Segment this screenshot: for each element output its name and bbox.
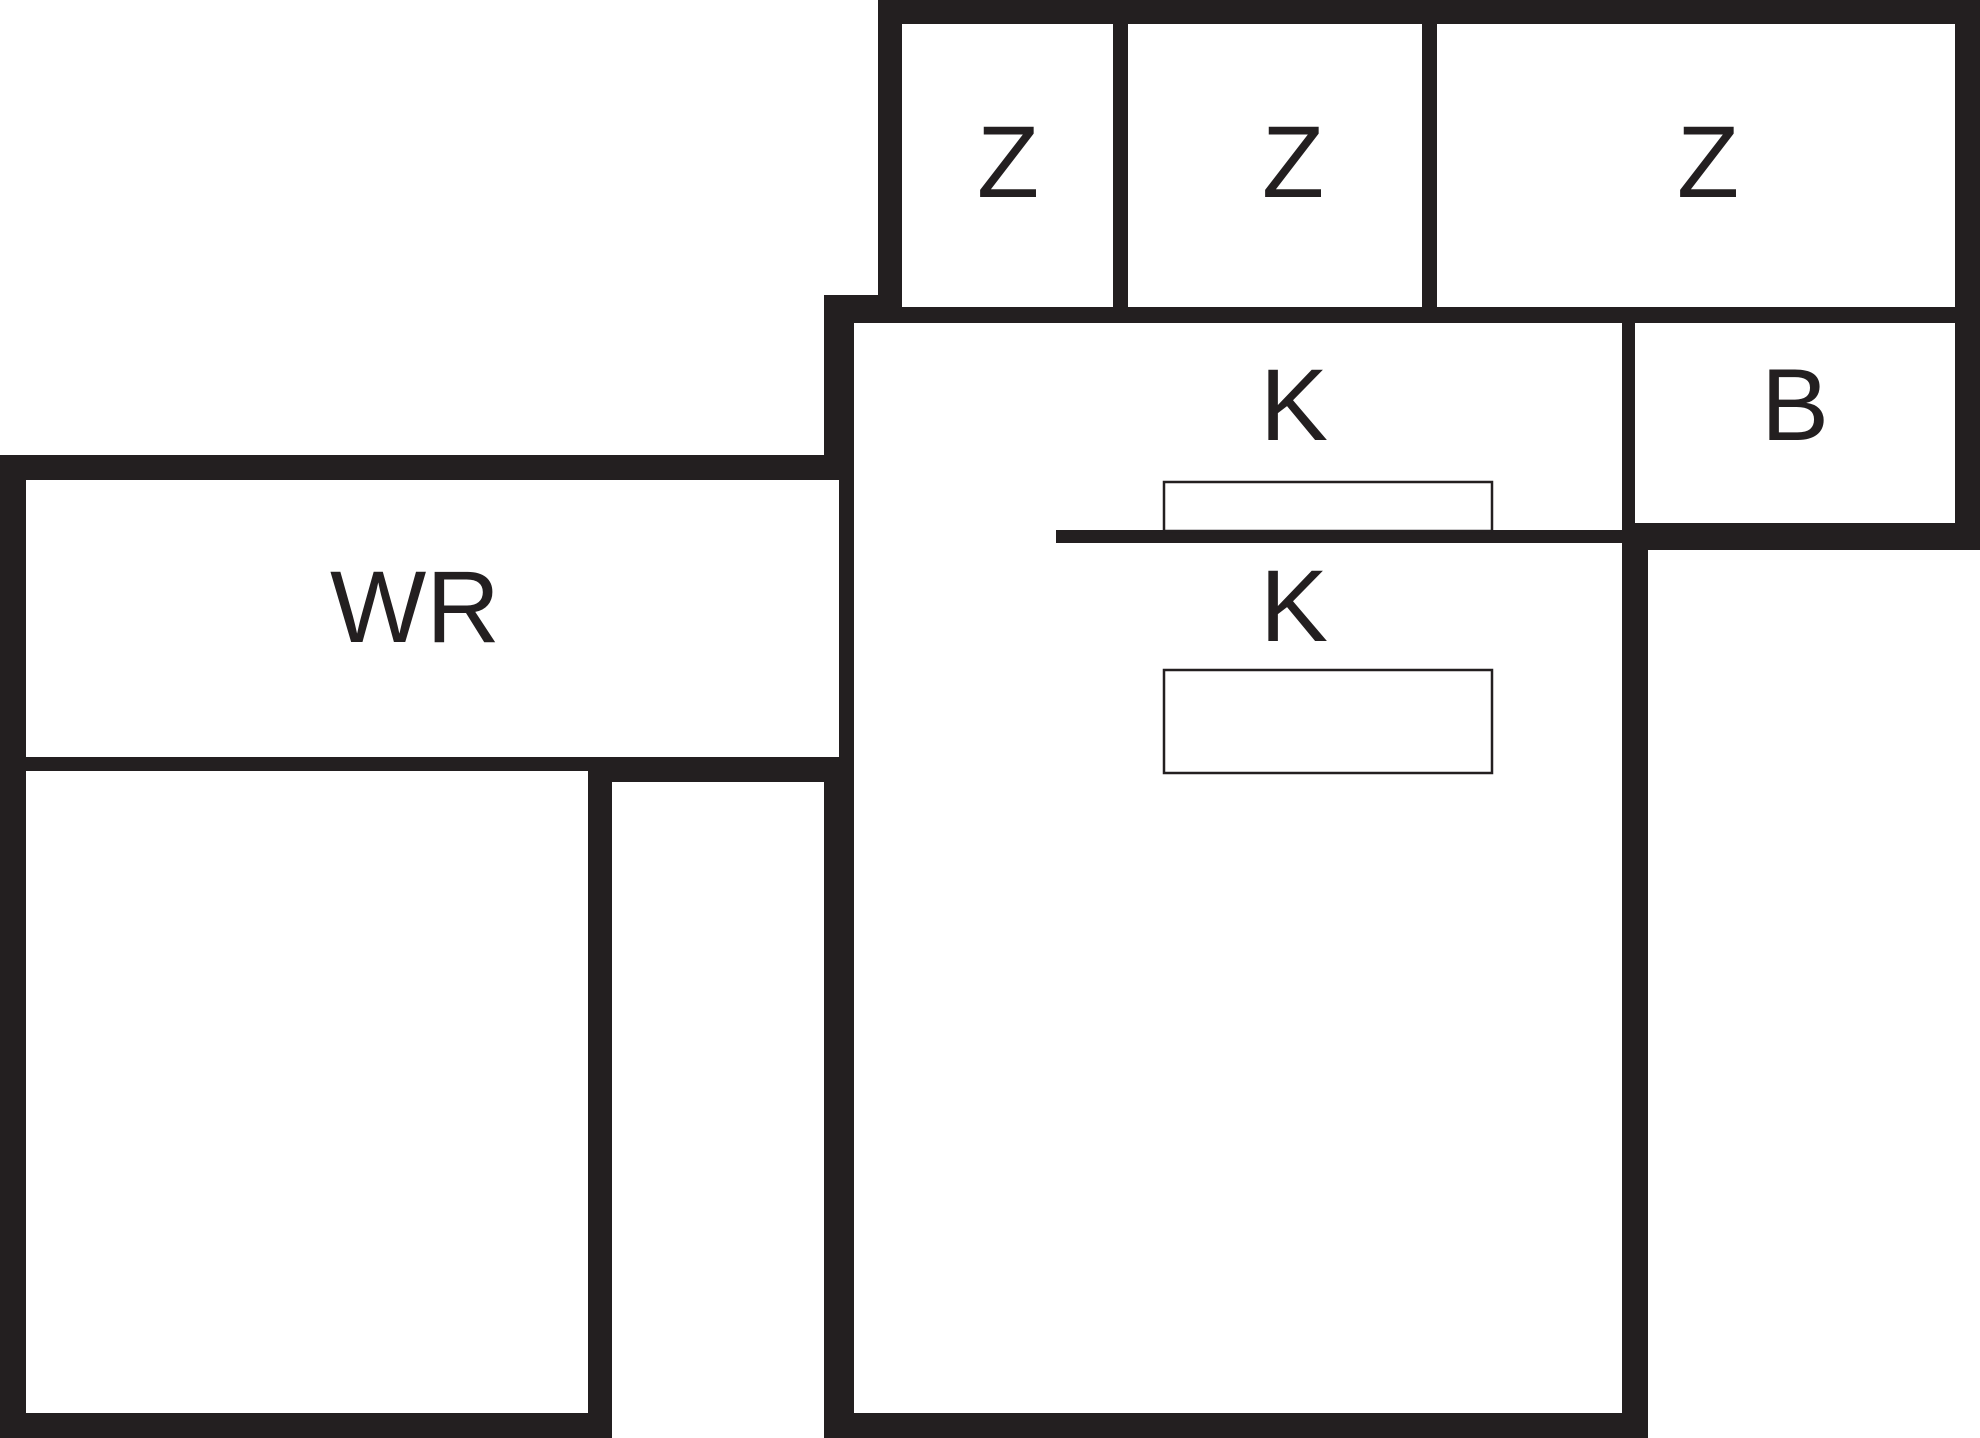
counter-lower <box>1162 668 1494 775</box>
label-z2: Z <box>1262 105 1324 219</box>
room-b <box>1635 323 1955 523</box>
room-z3 <box>1437 24 1955 307</box>
label-z1: Z <box>977 105 1039 219</box>
room-z2 <box>1128 24 1422 307</box>
counter-upper <box>1162 480 1494 533</box>
label-wr: WR <box>330 550 500 664</box>
room-lower-middle <box>612 782 824 1438</box>
room-wr <box>26 480 839 757</box>
label-b: B <box>1761 348 1829 462</box>
room-z1 <box>902 24 1113 307</box>
kitchen-divider-wall <box>1056 530 1622 543</box>
room-lower-left <box>26 771 588 1413</box>
label-z3: Z <box>1677 105 1739 219</box>
label-k1: K <box>1260 348 1328 462</box>
label-k2: K <box>1260 549 1328 663</box>
